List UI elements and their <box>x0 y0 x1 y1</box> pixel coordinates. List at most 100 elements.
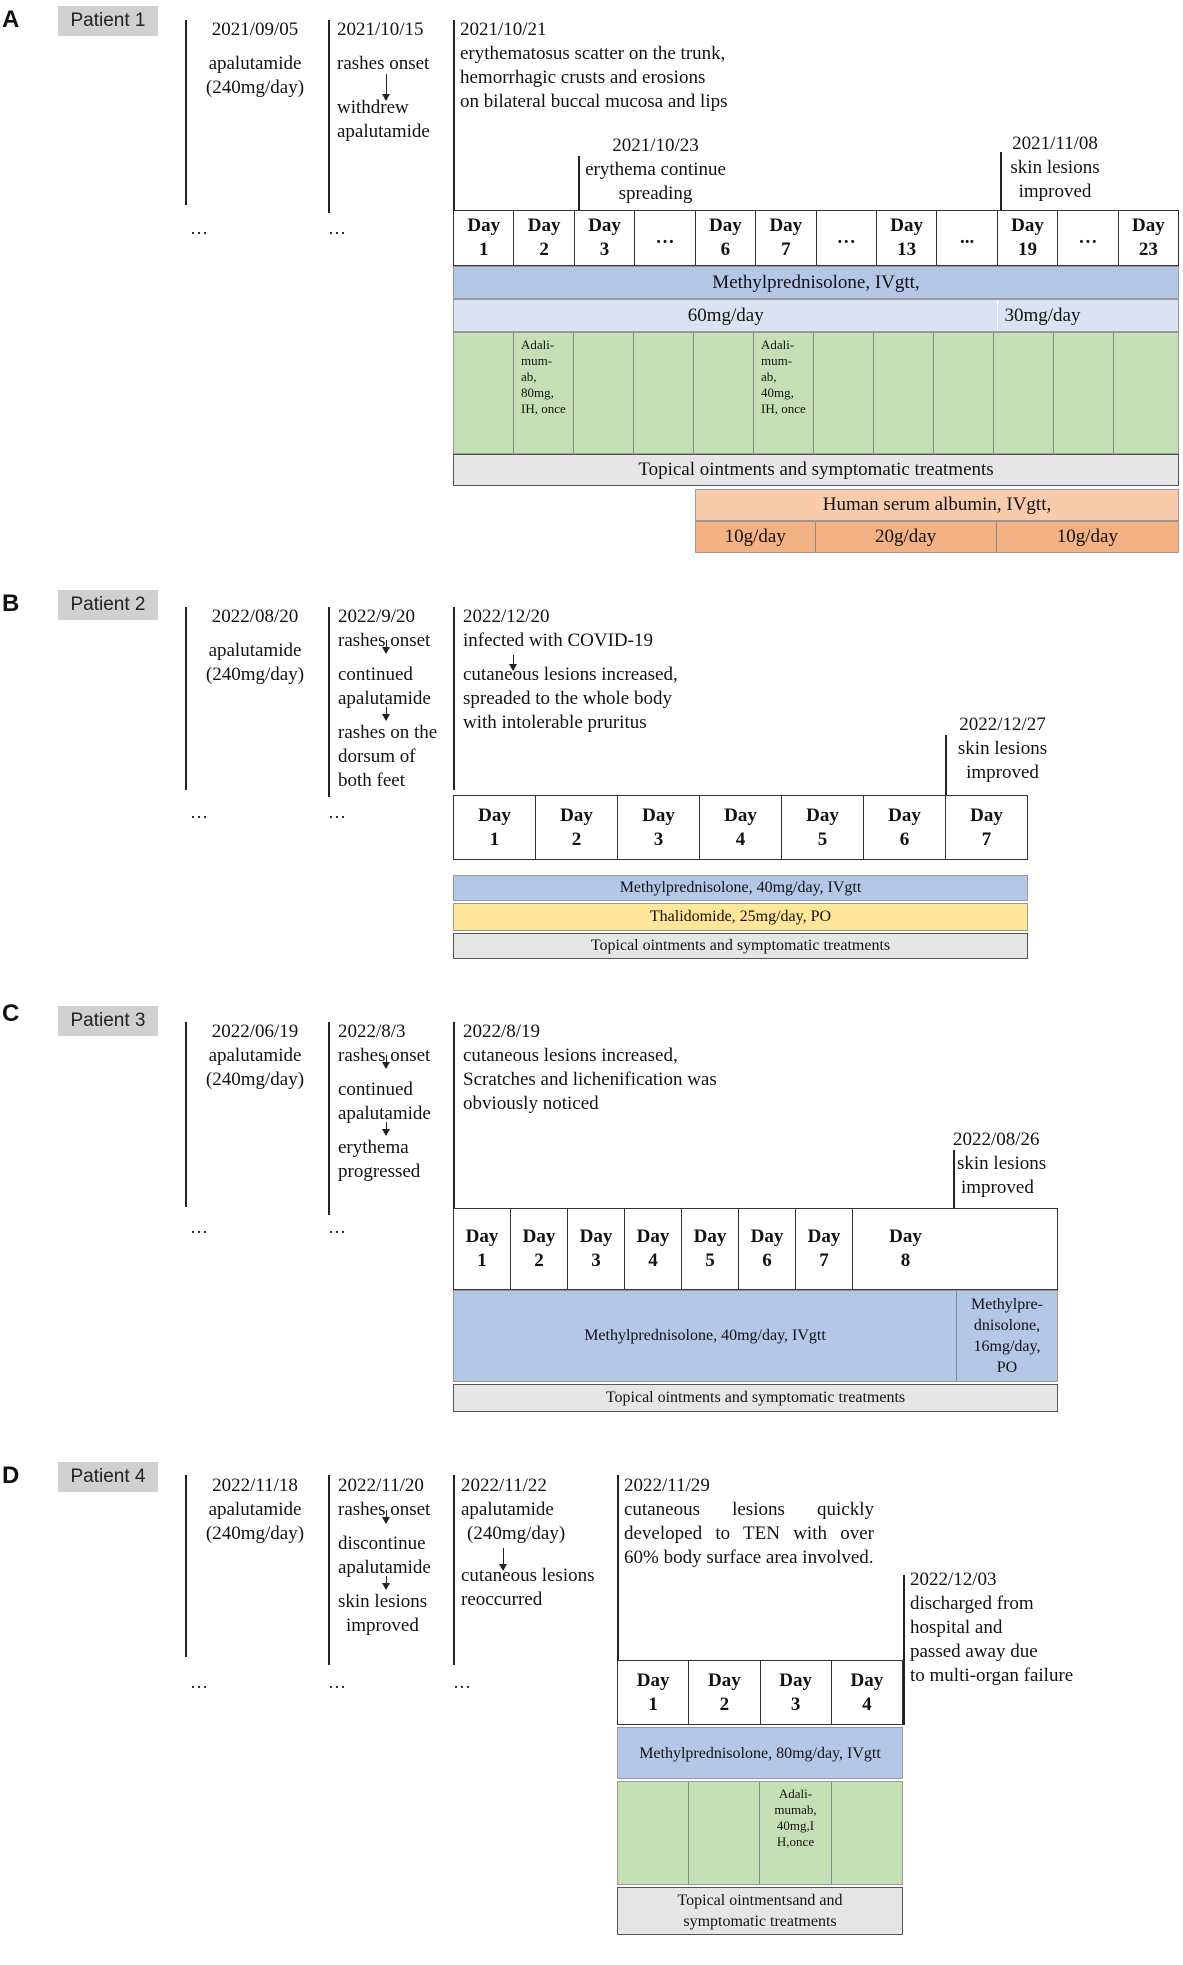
adalimumab-cell <box>689 1782 760 1884</box>
adalimumab-cell <box>454 333 514 453</box>
topical-treatment-bar: Topical ointmentsand and symptomatic tre… <box>617 1887 903 1935</box>
event-text: erythema continue <box>585 159 726 180</box>
event-text: rashes onset <box>338 1045 431 1066</box>
event-text: (240mg/day) <box>205 1069 305 1090</box>
timeline-marker <box>185 1022 187 1207</box>
adalimumab-cell <box>1114 333 1174 453</box>
event-2: 2022/11/20 rashes onset discontinue apal… <box>338 1474 431 1638</box>
event-1: 2021/09/05 apalutamide (240mg/day) <box>190 18 320 100</box>
timeline-marker <box>328 20 330 213</box>
event-text: discontinue <box>338 1533 426 1554</box>
dose-segment: 60mg/day <box>454 300 999 331</box>
day-number: 23 <box>1138 239 1158 260</box>
event-date: 2021/10/23 <box>612 135 699 156</box>
event-3: 2022/11/22 apalutamide (240mg/day) cutan… <box>461 1474 595 1612</box>
event-text: apalutamide <box>338 688 431 709</box>
patient-label: Patient 4 <box>58 1462 158 1492</box>
event-1: 2022/06/19 apalutamide (240mg/day) <box>190 1020 320 1092</box>
event-text: apalutamide <box>208 1045 302 1066</box>
event-date: 2022/12/27 <box>959 714 1046 735</box>
day-number: 5 <box>817 828 828 850</box>
event-text: rashes on the <box>338 722 438 743</box>
event-text: both feet <box>338 770 406 791</box>
thalidomide-bar: Thalidomide, 25mg/day, PO <box>453 903 1028 931</box>
day-label: ... <box>959 227 975 248</box>
treatment-label: Topical ointments and symptomatic treatm… <box>590 937 891 954</box>
treatment-label: Methylpre-dnisolone, 16mg/day, PO <box>971 1296 1043 1376</box>
day-number: 2 <box>534 1250 544 1271</box>
day-label: Day <box>807 1226 841 1247</box>
dose-label: 30mg/day <box>1004 304 1081 326</box>
timeline-marker <box>453 1475 455 1665</box>
treatment-label: Topical ointments and symptomatic treatm… <box>605 1389 906 1406</box>
event-date: 2022/08/20 <box>211 606 299 627</box>
day-cell: Day 23 <box>1119 211 1178 265</box>
day-cell: Day 2 <box>511 1209 568 1289</box>
timeline-marker <box>945 735 947 795</box>
dose-label: 10g/day <box>1056 526 1118 547</box>
methylprednisolone-bar: Methylprednisolone, IVgtt, <box>453 266 1179 299</box>
methylprednisolone-bar: Methylprednisolone, 40mg/day, IVgtt Meth… <box>453 1290 1058 1382</box>
treatment-label: Topical ointments and symptomatic treatm… <box>638 459 994 480</box>
day-label: Day <box>560 804 593 826</box>
adalimumab-cell <box>934 333 994 453</box>
event-text: apalutamide <box>208 1499 302 1520</box>
day-label: Day <box>890 215 924 236</box>
event-date: 2022/9/20 <box>338 606 416 627</box>
event-date: 2021/10/21 <box>460 19 547 40</box>
methylprednisolone-bar: Methylprednisolone, 80mg/day, IVgtt <box>617 1727 903 1779</box>
event-text: (240mg/day) <box>205 1523 305 1544</box>
panel-d: D Patient 4 2022/11/18 apalutamide (240m… <box>0 1450 1183 1960</box>
day-number: 1 <box>489 828 500 850</box>
event-date: 2022/11/20 <box>338 1475 424 1496</box>
treatment-label: Topical ointmentsand and symptomatic tre… <box>677 1892 843 1930</box>
event-text: (240mg/day) <box>205 664 305 685</box>
event-text: skin lesions <box>1010 157 1100 178</box>
day-label: Day <box>970 804 1003 826</box>
day-number: 5 <box>705 1250 715 1271</box>
adalimumab-cell <box>618 1782 689 1884</box>
day-label: Day <box>779 1669 812 1691</box>
event-text: discharged from <box>910 1593 1034 1614</box>
day-number: 1 <box>648 1693 658 1715</box>
day-number: 7 <box>781 239 791 260</box>
day-label: Day <box>769 215 803 236</box>
day-label: Day <box>522 1226 556 1247</box>
panel-letter: A <box>2 6 20 33</box>
arrow-icon <box>382 707 390 721</box>
arrow-icon <box>382 74 390 101</box>
event-text: skin lesions <box>338 1591 428 1612</box>
day-cell: … <box>817 211 877 265</box>
day-label: Day <box>1131 215 1165 236</box>
event-date: 2022/06/19 <box>211 1021 299 1042</box>
dose-segment: Methylpre-dnisolone, 16mg/day, PO <box>957 1291 1057 1381</box>
adalimumab-cell <box>994 333 1054 453</box>
day-number: 7 <box>981 828 992 850</box>
day-number: 3 <box>599 239 610 260</box>
treatment-label: Methylprednisolone, 40mg/day, IVgtt <box>584 1327 826 1344</box>
day-number: 13 <box>897 239 917 260</box>
day-label: Day <box>636 1669 670 1691</box>
event-4: 2022/08/26 skin lesions improved <box>953 1128 1046 1200</box>
event-text: improved <box>346 1615 419 1636</box>
event-text: apalutamide <box>337 121 430 142</box>
treatment-label: Methylprednisolone, 80mg/day, IVgtt <box>639 1744 881 1762</box>
timeline-marker <box>185 1475 187 1657</box>
day-cell: Day 13 <box>877 211 938 265</box>
event-text: Scratches and lichenification was <box>463 1069 717 1090</box>
day-label: Day <box>579 1226 613 1247</box>
dose-segment: 10g/day <box>696 522 816 552</box>
day-label: Day <box>1011 215 1044 236</box>
event-4: 2022/11/29 cutaneous lesions quickly dev… <box>624 1474 874 1570</box>
event-text: cutaneous lesions increased, <box>463 1045 678 1066</box>
day-label: Day <box>709 215 742 236</box>
event-text: hospital and <box>910 1617 1003 1638</box>
